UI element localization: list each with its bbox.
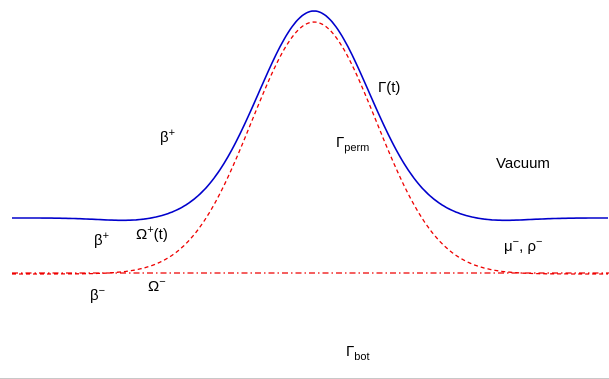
- label-beta-plus-left: β+: [94, 230, 110, 249]
- label-vacuum: Vacuum: [496, 155, 550, 172]
- label-omega-minus: Ω−: [148, 276, 166, 295]
- label-gamma-t: Γ(t): [378, 79, 401, 96]
- label-beta-plus-top: β+: [160, 127, 176, 146]
- label-gamma-bot: Γbot: [346, 343, 370, 363]
- label-gamma-perm: Γperm: [336, 134, 370, 154]
- interface-curve: [12, 10, 608, 222]
- label-mu-rho: μ−, ρ−: [504, 236, 543, 255]
- label-beta-minus: β−: [90, 285, 106, 304]
- label-omega-plus: Ω+(t): [136, 224, 168, 243]
